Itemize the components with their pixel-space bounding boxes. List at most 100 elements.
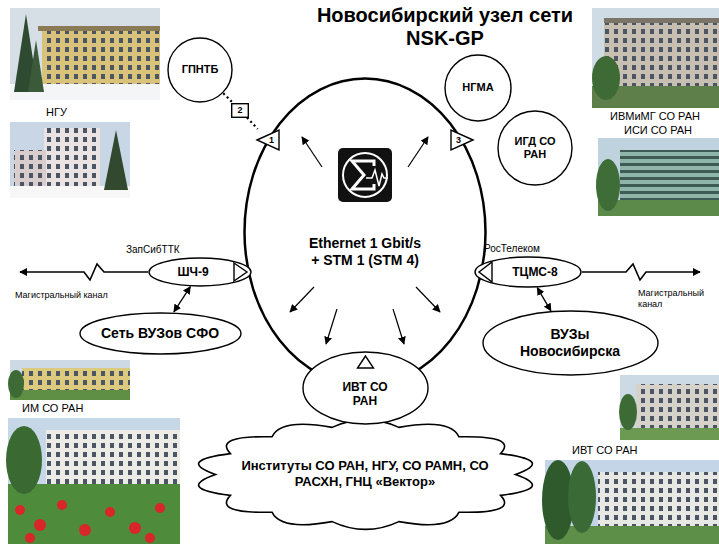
port-triangle-outline (450, 129, 474, 151)
ellipse-outline (475, 257, 581, 287)
dotted-link (247, 118, 258, 130)
ring-arrow (408, 137, 428, 167)
connector (537, 288, 551, 311)
node-text: 3 (456, 135, 461, 146)
photo-caption: ИВМиМГ СО РАН (610, 110, 700, 123)
windows (46, 430, 180, 488)
node-text: 1 (269, 135, 274, 146)
institute-node: ИГД СО РАН (497, 110, 573, 186)
building (14, 150, 46, 188)
building (598, 472, 719, 530)
roof (38, 26, 160, 31)
port-triangle: 1 (256, 129, 280, 151)
tree (619, 394, 637, 430)
ellipse-outline (303, 352, 428, 424)
logo-ring (343, 153, 387, 197)
port-triangle (479, 262, 492, 282)
roof (604, 18, 719, 23)
channel-label: Магистральный канал (15, 290, 108, 301)
building (42, 30, 160, 86)
ellipse-outline (483, 311, 658, 375)
ground (620, 428, 719, 440)
node-text: ГПНТБ (182, 63, 219, 76)
windows (22, 368, 130, 392)
flower (105, 507, 115, 517)
tree (28, 40, 44, 92)
callout-box: 2 (231, 103, 249, 118)
ring-arrows (290, 137, 440, 344)
flower (57, 500, 67, 510)
tree (568, 461, 596, 533)
logo-ground (338, 148, 392, 202)
box-outline (232, 103, 249, 117)
photo-caption: ИВТ СО РАН (572, 444, 637, 457)
trunk-channel (582, 264, 700, 280)
flower (34, 519, 46, 531)
triangle-outline (451, 130, 473, 150)
port-triangle-outline (256, 129, 280, 151)
ground (10, 390, 130, 400)
building-photo (6, 418, 180, 544)
ellipse-outline (168, 38, 232, 102)
ring-arrow (393, 309, 404, 344)
node-text: ИГД СО РАН (508, 135, 562, 161)
building (620, 150, 719, 202)
diagram-title: Новосибирский узел сети NSK-GP (295, 4, 595, 50)
node-text: Ethernet 1 Gbit/s + STM 1 (STM 4) (306, 235, 424, 269)
sky (592, 8, 719, 108)
library-node: ГПНТБ (167, 37, 233, 103)
photo-caption: ИМ СО РАН (22, 402, 83, 415)
sky (10, 122, 130, 198)
port-triangle: 3 (450, 129, 474, 151)
tree (592, 56, 620, 100)
building-photo (596, 138, 719, 216)
network-ring: Ethernet 1 Gbit/s + STM 1 (STM 4) (243, 77, 487, 387)
node-text: НГМА (462, 81, 493, 94)
flower (15, 505, 25, 515)
university-group: ВУЗы Новосибирска (482, 310, 659, 376)
building (22, 368, 130, 392)
institutes-cloud: Институты СО РАН, НГУ, СО РАМН, СО РАСХН… (193, 419, 538, 530)
node-text: ТЦМС-8 (512, 265, 557, 279)
flower (129, 522, 141, 534)
building (636, 384, 719, 430)
center-node: ИВТ СО РАН (302, 351, 429, 425)
building-photo (10, 122, 130, 198)
ring-arrow (290, 287, 314, 312)
exchange-node: РосТелекомТЦМС-8 (474, 256, 582, 288)
network-logo (338, 148, 392, 202)
trunk-channel (20, 264, 148, 280)
node-text: ИВТ СО РАН (337, 380, 393, 409)
ground (545, 526, 719, 544)
node-text: 2 (237, 105, 242, 116)
windows (44, 128, 100, 188)
photo-caption: ИСИ СО РАН (624, 124, 692, 137)
tree (8, 370, 24, 398)
ellipse-outline (498, 111, 572, 185)
sky (10, 360, 130, 400)
building (44, 128, 100, 188)
windows (14, 150, 46, 188)
sky (10, 8, 160, 100)
ring-line (245, 79, 486, 386)
connector (174, 287, 190, 312)
triangle-outline (257, 130, 279, 150)
ellipse-outline (149, 258, 251, 286)
exchange-node: ЗапСибТТКШЧ-9 (148, 257, 252, 287)
building-photo (10, 8, 160, 100)
windows (604, 22, 719, 86)
channel-label: Магистральный канал (638, 288, 714, 310)
ring-arrow (302, 137, 322, 167)
sigma-mark (352, 161, 374, 189)
windows (598, 472, 719, 530)
tree (104, 130, 128, 190)
port-triangle (234, 263, 247, 281)
sky (545, 460, 719, 544)
windows (636, 384, 719, 430)
cloud-outline (198, 419, 532, 529)
windows (42, 30, 160, 86)
node-text: Институты СО РАН, НГУ, СО РАМН, СО РАСХН… (240, 458, 490, 489)
sky (620, 375, 719, 440)
academy-node: НГМА (444, 54, 512, 122)
